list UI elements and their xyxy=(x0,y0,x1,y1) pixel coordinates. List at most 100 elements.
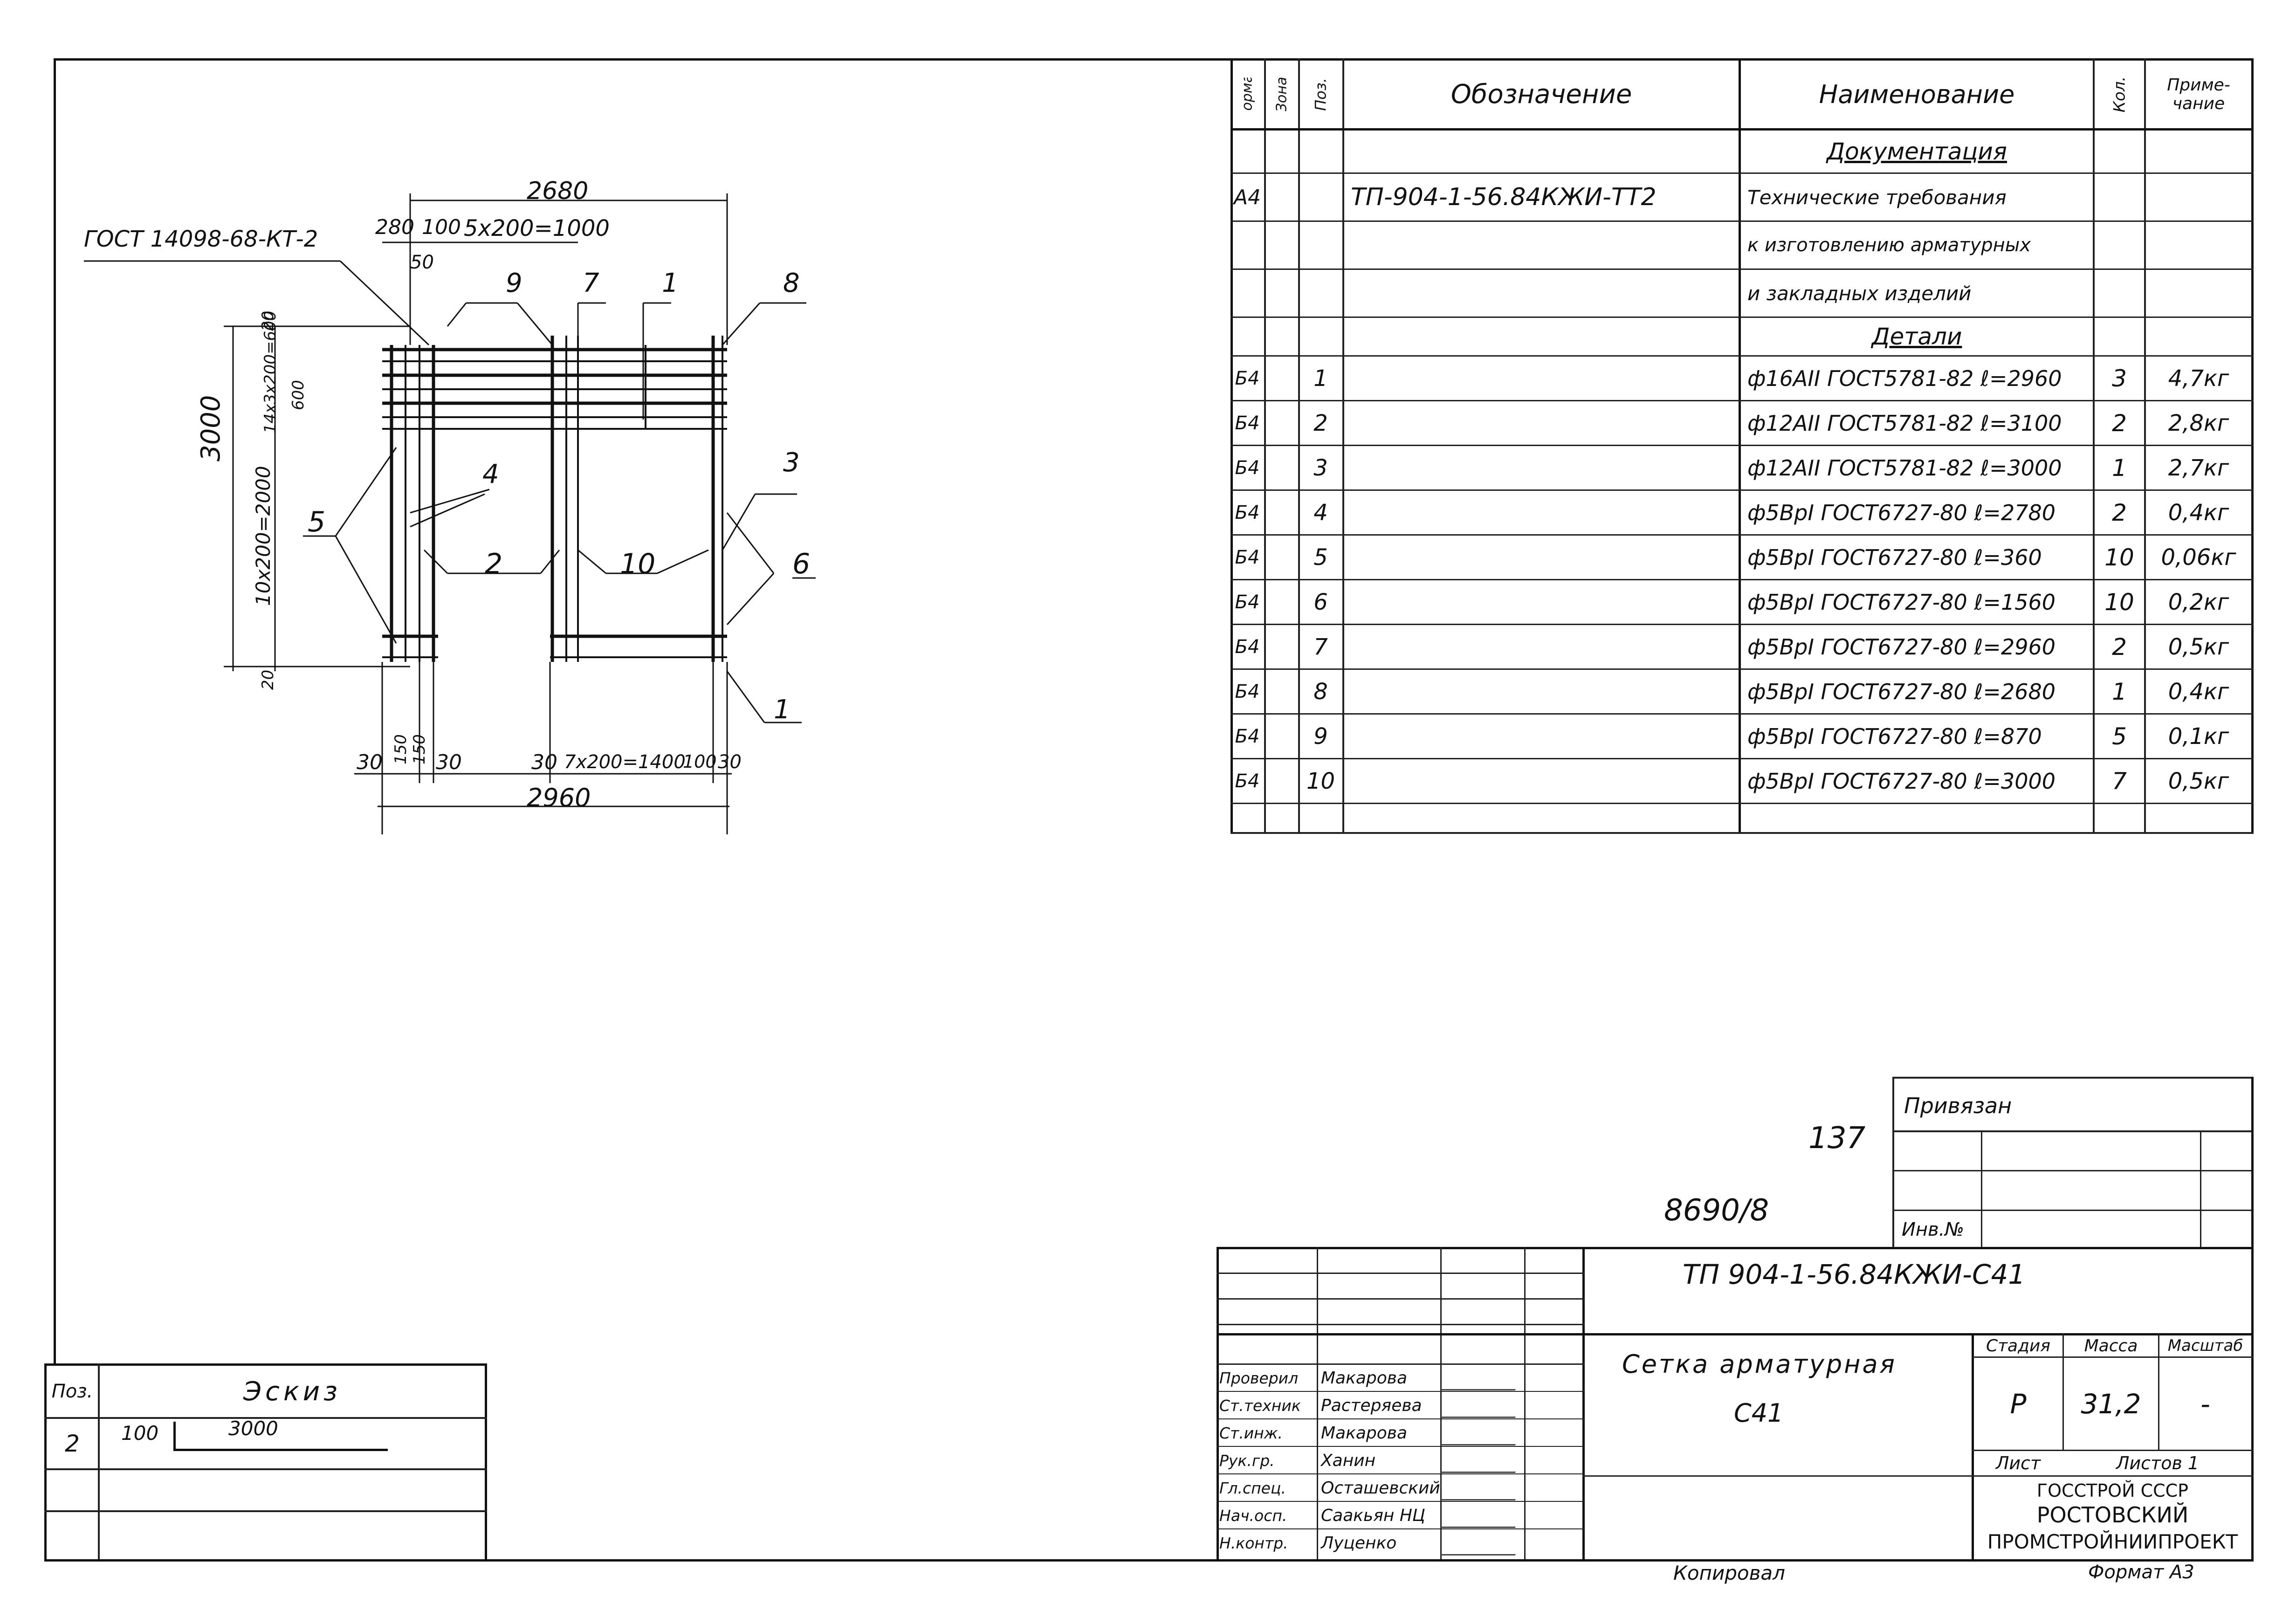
label-10: 10 xyxy=(620,548,656,580)
spec-row-divider xyxy=(1230,624,2254,625)
person-name: Растеряева xyxy=(1321,1396,1422,1415)
spec-row-format: Б4 xyxy=(1235,367,1260,389)
sketch-header-sketch: Эскиз xyxy=(243,1376,341,1407)
person-role: Проверил xyxy=(1219,1369,1299,1387)
spec-row-format: Б4 xyxy=(1235,546,1260,568)
spec-row-format: Б4 xyxy=(1235,770,1260,792)
dim-280: 280 xyxy=(375,215,414,239)
rebar-mesh-drawing xyxy=(84,193,816,834)
spec-row-divider xyxy=(1230,445,2254,446)
label-5: 5 xyxy=(308,506,326,538)
spec-row-note: 0,4кг xyxy=(2168,678,2229,705)
spec-row-qty: 2 xyxy=(2112,499,2127,526)
person-row-divider xyxy=(1217,1418,1585,1419)
spec-row-divider xyxy=(1230,534,2254,536)
spec-row-format: Б4 xyxy=(1235,681,1260,702)
sketch-pos: 2 xyxy=(65,1430,80,1457)
dim-600: 600 xyxy=(289,380,308,410)
header-designation: Обозначение xyxy=(1450,79,1632,110)
spec-row-qty: 1 xyxy=(2112,454,2127,482)
dim-30-a: 30 xyxy=(357,750,383,774)
label-1-bottom: 1 xyxy=(774,695,791,725)
spec-row-pos: 9 xyxy=(1313,723,1328,750)
title-name-line1: Сетка арматурная xyxy=(1622,1349,1897,1379)
signature-mark xyxy=(1440,1532,1524,1555)
person-role: Нач.осп. xyxy=(1219,1506,1287,1525)
person-name: Осташевский xyxy=(1321,1478,1440,1498)
org-line1: ГОССТРОЙ СССР xyxy=(2036,1480,2189,1501)
label-2: 2 xyxy=(485,548,503,580)
doc-name-line-3: и закладных изделий xyxy=(1747,282,1972,305)
person-role: Ст.техник xyxy=(1219,1396,1301,1415)
doc-name-line-2: к изготовлению арматурных xyxy=(1747,234,2031,256)
dim-100-b: 100 xyxy=(683,751,717,772)
spec-row-name: ф5ВрI ГОСТ6727-80 ℓ=1560 xyxy=(1747,589,2056,615)
title-code: ТП 904-1-56.84КЖИ-С41 xyxy=(1683,1259,2026,1290)
person-name: Макарова xyxy=(1321,1423,1408,1443)
sketch-header-pos: Поз. xyxy=(51,1381,93,1402)
binding-inv: Инв.№ xyxy=(1902,1219,1964,1240)
signature-mark xyxy=(1440,1422,1524,1445)
spec-row-divider xyxy=(1230,668,2254,670)
spec-row-name: ф12АII ГОСТ5781-82 ℓ=3000 xyxy=(1747,455,2062,481)
spec-row-qty: 10 xyxy=(2104,588,2134,616)
person-row-divider xyxy=(1217,1391,1585,1392)
dim-7x200: 7х200=1400 xyxy=(564,751,686,773)
dim-20-bottom: 20 xyxy=(259,669,277,690)
person-role: Гл.спец. xyxy=(1219,1479,1286,1497)
stage-value: Р xyxy=(2010,1388,2027,1420)
org-line3: ПРОМСТРОЙНИИПРОЕКТ xyxy=(1987,1530,2238,1553)
spec-row-note: 0,4кг xyxy=(2168,499,2229,526)
spec-row-divider xyxy=(1230,713,2254,715)
spec-row-pos: 8 xyxy=(1313,678,1328,705)
sketch-dim-left: 100 xyxy=(121,1422,159,1445)
spec-row-pos: 7 xyxy=(1313,633,1328,660)
dim-20-top: 20 xyxy=(259,310,277,331)
spec-row-note: 2,7кг xyxy=(2168,454,2229,481)
doc-name-line-1: Технические требования xyxy=(1747,186,2007,209)
spec-row-pos: 5 xyxy=(1313,544,1328,571)
scale-value: - xyxy=(2200,1388,2210,1420)
spec-row-qty: 7 xyxy=(2112,767,2127,795)
mass-value: 31,2 xyxy=(2081,1388,2141,1420)
spec-row-name: ф12АII ГОСТ5781-82 ℓ=3100 xyxy=(1747,410,2062,436)
person-name: Макарова xyxy=(1321,1368,1408,1388)
spec-row-name: ф5ВрI ГОСТ6727-80 ℓ=870 xyxy=(1747,723,2042,749)
spec-row-format: Б4 xyxy=(1235,412,1260,434)
section-details: Детали xyxy=(1871,323,1962,350)
dim-10x200: 10х200=2000 xyxy=(252,466,275,606)
signature-mark xyxy=(1440,1449,1524,1473)
spec-row-divider xyxy=(1230,579,2254,580)
spec-row-name: ф5ВрI ГОСТ6727-80 ℓ=2960 xyxy=(1747,634,2056,660)
number-8690: 8690/8 xyxy=(1664,1193,1769,1228)
spec-row-qty: 1 xyxy=(2112,678,2127,705)
label-4: 4 xyxy=(482,459,499,489)
person-name: Саакьян НЦ xyxy=(1321,1506,1425,1525)
signature-mark xyxy=(1440,1477,1524,1500)
spec-row-name: ф5ВрI ГОСТ6727-80 ℓ=3000 xyxy=(1747,768,2056,794)
spec-row-pos: 4 xyxy=(1313,499,1328,526)
person-row-divider xyxy=(1217,1446,1585,1447)
person-row-divider xyxy=(1217,1501,1585,1502)
dim-30-b: 30 xyxy=(436,750,462,774)
spec-row-qty: 2 xyxy=(2112,409,2127,437)
person-role: Н.контр. xyxy=(1219,1534,1288,1552)
person-name: Луценко xyxy=(1321,1533,1397,1553)
sketch-bar-vertical xyxy=(173,1422,176,1450)
spec-row-qty: 10 xyxy=(2104,544,2134,571)
dim-30-c: 30 xyxy=(531,750,557,774)
spec-row-divider xyxy=(1230,489,2254,491)
spec-row-divider xyxy=(1230,803,2254,804)
dim-100: 100 xyxy=(422,215,461,239)
spec-row-note: 0,5кг xyxy=(2168,768,2229,794)
number-137: 137 xyxy=(1808,1121,1866,1156)
doc-format: А4 xyxy=(1233,185,1261,209)
spec-row-note: 0,1кг xyxy=(2168,723,2229,750)
dim-150-b: 150 xyxy=(410,734,429,764)
label-3: 3 xyxy=(783,447,800,478)
spec-row-note: 0,5кг xyxy=(2168,633,2229,660)
dim-50: 50 xyxy=(410,252,434,273)
copied-label: Копировал xyxy=(1673,1562,1785,1584)
spec-row-name: ф5ВрI ГОСТ6727-80 ℓ=2680 xyxy=(1747,679,2056,704)
spec-row-format: Б4 xyxy=(1235,591,1260,613)
